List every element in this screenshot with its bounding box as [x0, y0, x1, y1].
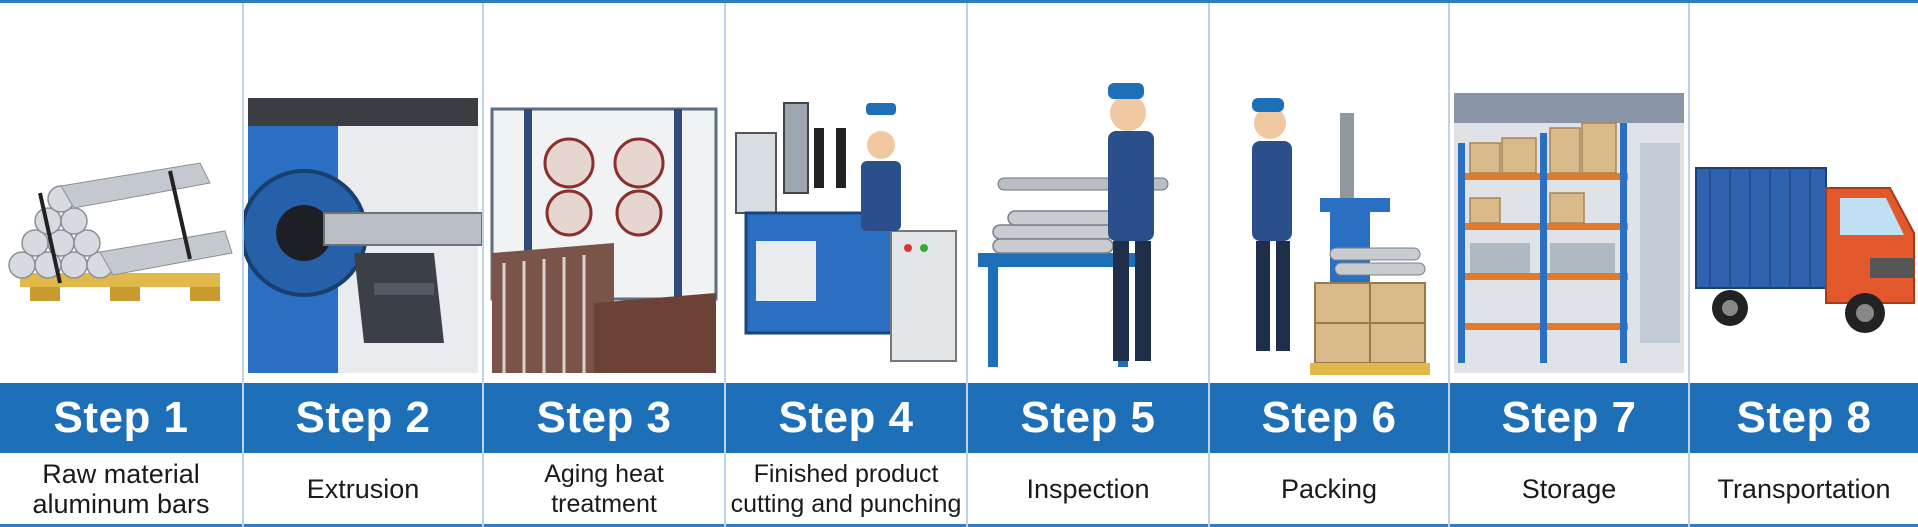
step-8-label: Step 8 — [1690, 383, 1918, 453]
warehouse-racks-icon — [1450, 3, 1688, 383]
step-7-label: Step 7 — [1450, 383, 1688, 453]
step-7-caption: Storage — [1450, 453, 1688, 527]
aging-oven-icon — [484, 3, 724, 383]
step-1-caption: Raw material aluminum bars — [0, 453, 242, 527]
cutting-punching-machine-icon — [726, 3, 966, 383]
step-5-caption: Inspection — [968, 453, 1208, 527]
aluminum-bars-bundle-icon — [0, 3, 242, 383]
process-steps-strip: Step 1 Raw material aluminum bars Step 2… — [0, 3, 1918, 527]
step-6-panel: Step 6 Packing — [1208, 3, 1448, 527]
step-4-label: Step 4 — [726, 383, 966, 453]
step-8-panel: Step 8 Transportation — [1688, 3, 1918, 527]
step-7-panel: Step 7 Storage — [1448, 3, 1688, 527]
step-3-label: Step 3 — [484, 383, 724, 453]
inspection-worker-icon — [968, 3, 1208, 383]
step-2-panel: Step 2 Extrusion — [242, 3, 482, 527]
step-5-panel: Step 5 Inspection — [966, 3, 1208, 527]
step-1-panel: Step 1 Raw material aluminum bars — [0, 3, 242, 527]
step-5-label: Step 5 — [968, 383, 1208, 453]
step-6-label: Step 6 — [1210, 383, 1448, 453]
step-8-caption: Transportation — [1690, 453, 1918, 527]
step-2-label: Step 2 — [244, 383, 482, 453]
step-1-label: Step 1 — [0, 383, 242, 453]
top-accent-line — [0, 0, 1918, 3]
extrusion-press-icon — [244, 3, 482, 383]
step-4-panel: Step 4 Finished product cutting and punc… — [724, 3, 966, 527]
step-6-caption: Packing — [1210, 453, 1448, 527]
step-3-caption: Aging heat treatment — [484, 453, 724, 527]
packing-station-icon — [1210, 3, 1448, 383]
step-3-panel: Step 3 Aging heat treatment — [482, 3, 724, 527]
step-4-caption: Finished product cutting and punching — [726, 453, 966, 527]
delivery-truck-icon — [1690, 3, 1918, 383]
step-2-caption: Extrusion — [244, 453, 482, 527]
